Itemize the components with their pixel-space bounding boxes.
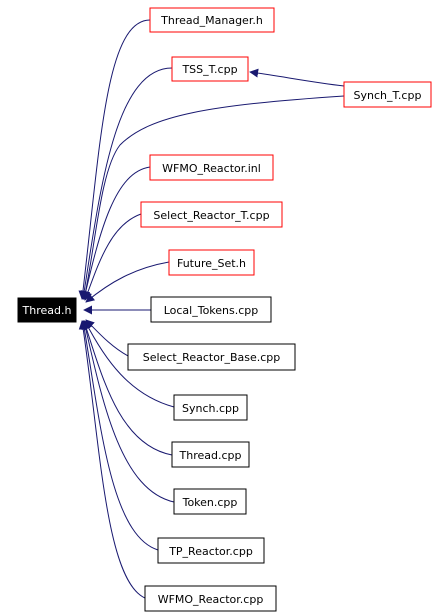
edge-synch-t-cpp [81, 95, 345, 300]
node-tss-t-cpp[interactable]: TSS_T.cpp [171, 56, 249, 82]
node-label: TP_Reactor.cpp [168, 545, 253, 558]
node-label: Thread.cpp [179, 449, 242, 462]
node-token-cpp[interactable]: Token.cpp [173, 488, 247, 515]
edge-synch-cpp [84, 320, 175, 408]
node-label: WFMO_Reactor.inl [162, 162, 261, 175]
edge-tss-t-cpp [79, 67, 173, 300]
edge-wfmo-reactor-inl [81, 166, 151, 300]
edge-synch-t-cpp-to-tss-t-cpp [249, 68, 345, 87]
node-label: Select_Reactor_T.cpp [153, 209, 269, 222]
node-local-tokens-cpp[interactable]: Local_Tokens.cpp [150, 296, 272, 323]
node-label: Synch.cpp [182, 402, 239, 415]
root-node-label: Thread.h [22, 304, 72, 317]
edge-select-reactor-base-cpp [85, 319, 129, 357]
edge-select-reactor-t-cpp [83, 213, 142, 301]
node-synch-t-cpp[interactable]: Synch_T.cpp [343, 81, 432, 108]
node-select-reactor-base-cpp[interactable]: Select_Reactor_Base.cpp [127, 343, 296, 371]
node-label: Token.cpp [182, 496, 238, 509]
node-label: Synch_T.cpp [354, 89, 422, 102]
node-label: Future_Set.h [177, 257, 246, 270]
node-label: WFMO_Reactor.cpp [158, 593, 264, 606]
node-wfmo-reactor-cpp[interactable]: WFMO_Reactor.cpp [144, 585, 277, 612]
node-label: Select_Reactor_Base.cpp [143, 351, 281, 364]
node-label: TSS_T.cpp [181, 63, 237, 76]
edge-tp-reactor-cpp [79, 320, 159, 551]
edge-wfmo-reactor-cpp [78, 320, 146, 599]
node-thread-cpp[interactable]: Thread.cpp [171, 441, 250, 468]
node-thread-manager-h[interactable]: Thread_Manager.h [149, 7, 275, 33]
node-label: Thread_Manager.h [160, 14, 263, 27]
node-wfmo-reactor-inl[interactable]: WFMO_Reactor.inl [149, 154, 274, 181]
node-future-set-h[interactable]: Future_Set.h [168, 249, 255, 276]
edge-thread-manager-h [78, 19, 151, 300]
edge-future-set-h [85, 261, 170, 303]
node-label: Local_Tokens.cpp [164, 304, 259, 317]
edge-token-cpp [81, 320, 175, 503]
root-node-thread-h[interactable]: Thread.h [17, 297, 77, 323]
edge-thread-cpp [82, 320, 173, 456]
node-select-reactor-t-cpp[interactable]: Select_Reactor_T.cpp [140, 201, 283, 228]
node-synch-cpp[interactable]: Synch.cpp [173, 394, 248, 421]
edges [78, 19, 345, 599]
node-tp-reactor-cpp[interactable]: TP_Reactor.cpp [157, 537, 265, 564]
